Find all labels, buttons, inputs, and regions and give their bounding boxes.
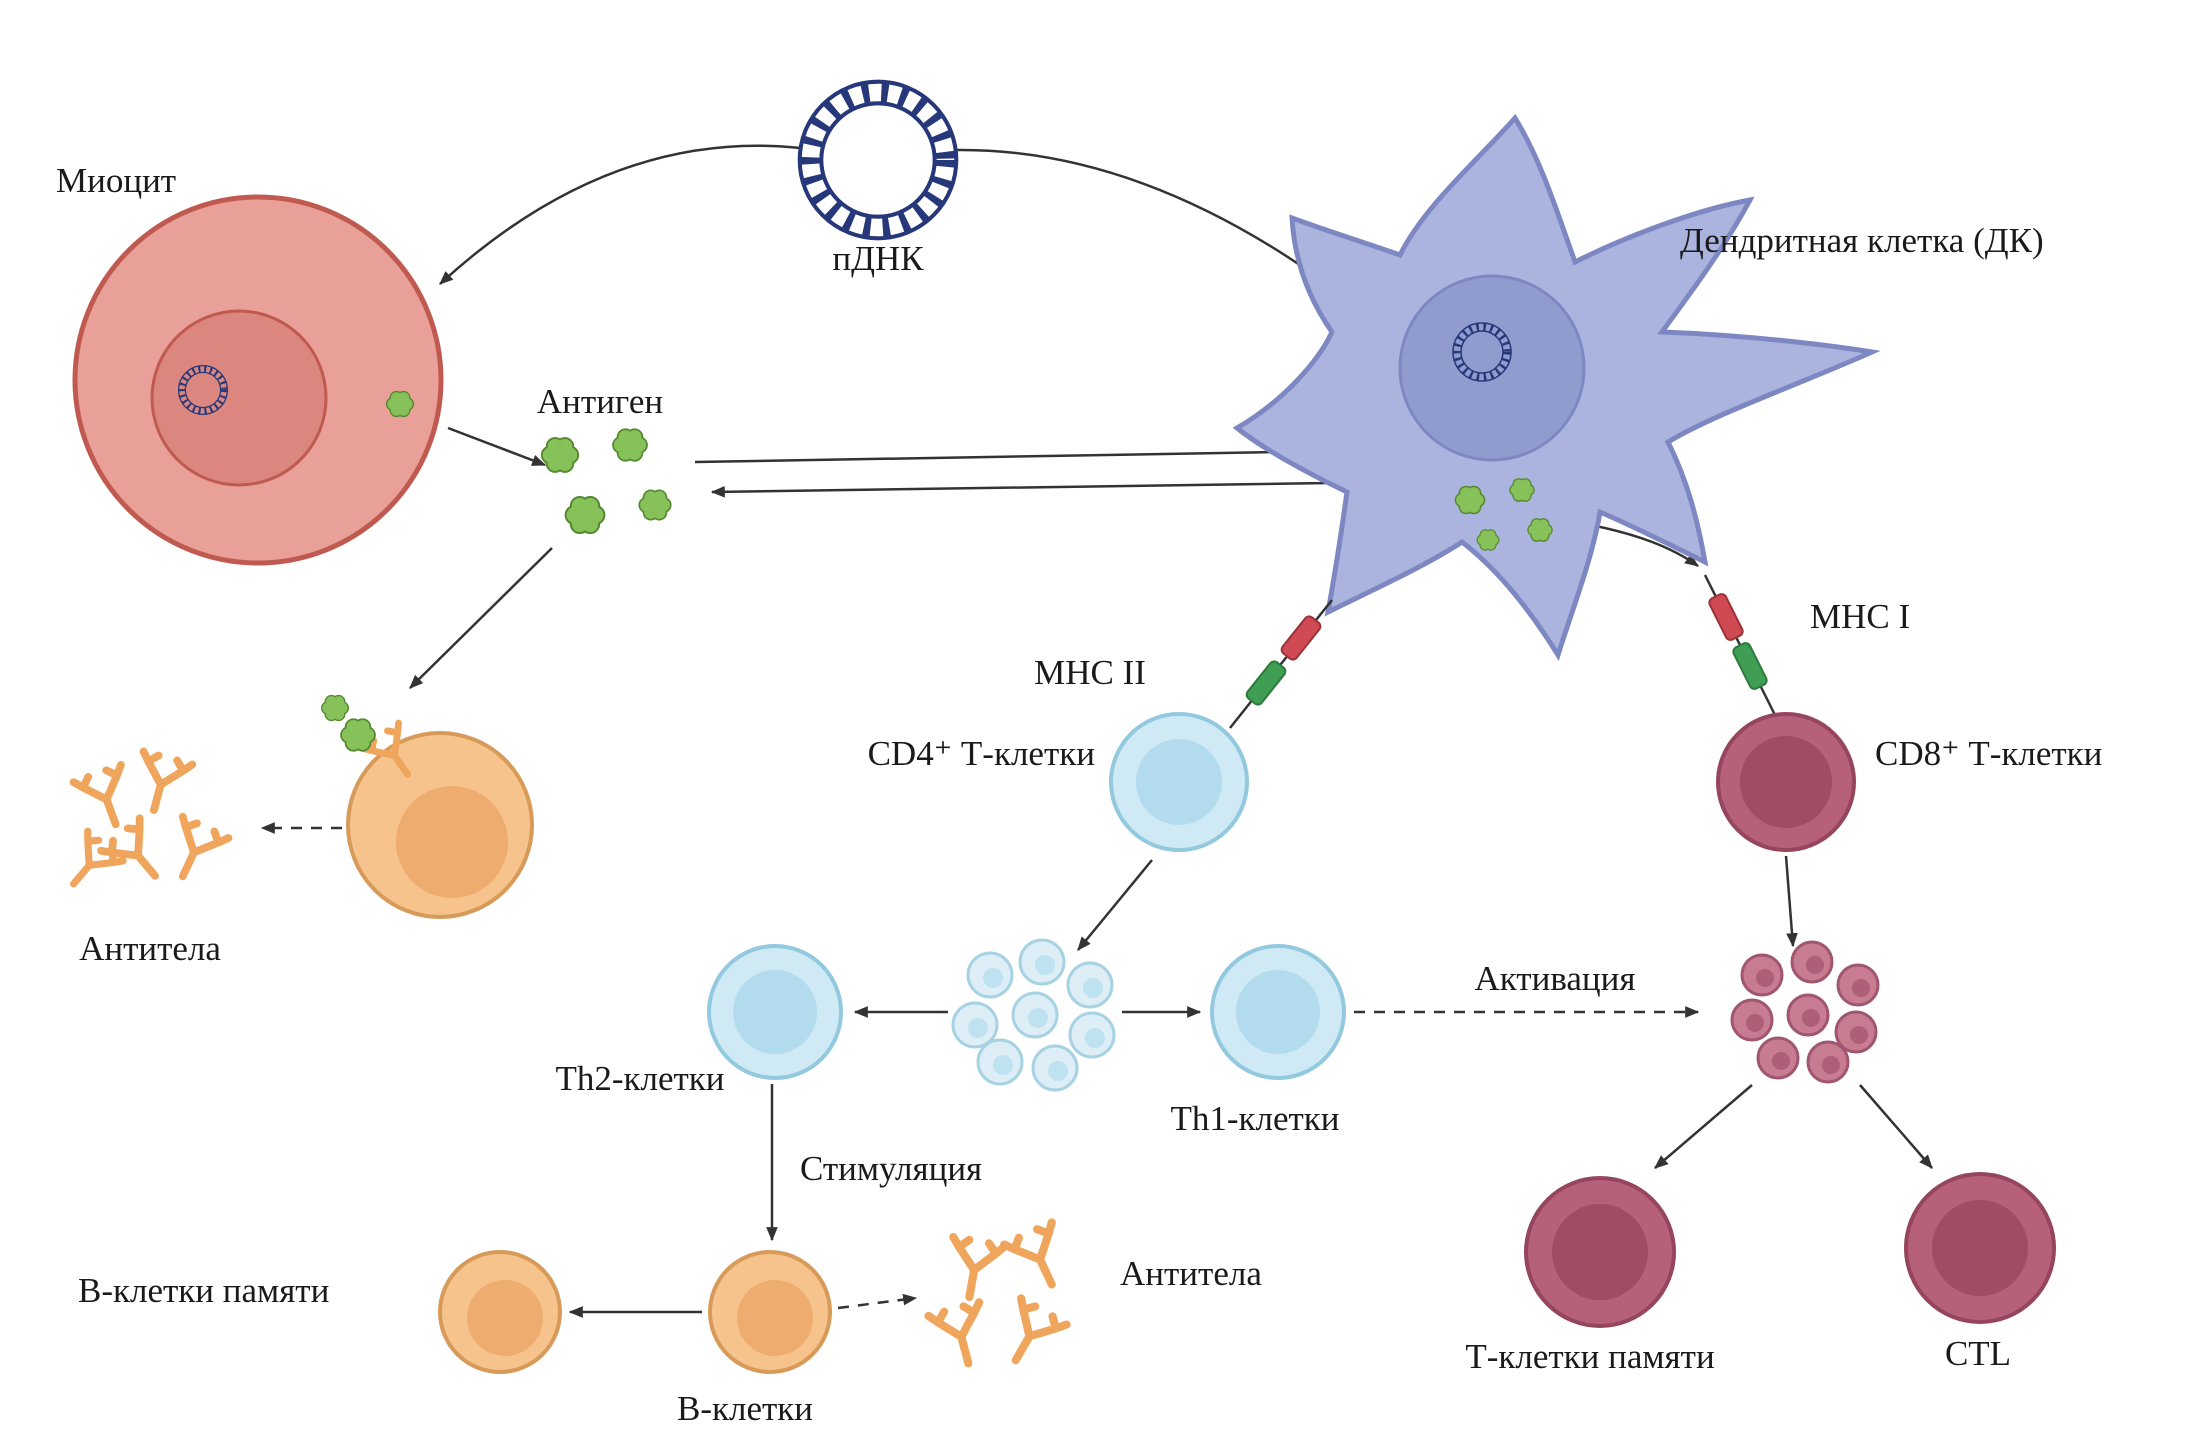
plasmid-icon xyxy=(800,82,957,239)
antigen-cluster xyxy=(540,428,672,532)
antibodies-left-cluster xyxy=(56,751,229,898)
arrow-myocyte-to-antigen xyxy=(447,426,547,467)
connector-arrows xyxy=(237,144,1933,1318)
b-cells-label: В-клетки xyxy=(677,1389,813,1428)
cd4-label: CD4⁺ Т-клетки xyxy=(868,734,1095,773)
arrow-cluster-to-ctl xyxy=(1859,1084,1933,1169)
t-memory-cell xyxy=(1524,1176,1676,1328)
mhc2-label: MHC II xyxy=(1034,653,1146,692)
arrow-dendritic-to-antigen xyxy=(710,480,1399,498)
antibodies-right-cluster xyxy=(928,1222,1075,1373)
proliferating-ctl-cluster xyxy=(1730,940,1880,1084)
t-memory-label: Т-клетки памяти xyxy=(1465,1337,1714,1376)
arrow-pdna-to-myocyte xyxy=(439,144,801,285)
b-memory-label: В-клетки памяти xyxy=(78,1271,329,1310)
myocyte-cell xyxy=(72,194,444,566)
arrow-cluster-to-tmemory xyxy=(1654,1084,1753,1169)
ctl-label: CTL xyxy=(1945,1334,2011,1373)
pdna-label: пДНК xyxy=(832,239,924,278)
cd8-t-cell xyxy=(1716,712,1856,852)
th2-label: Th2-клетки xyxy=(555,1059,724,1098)
th2-cell xyxy=(707,944,843,1080)
pdna-plasmid xyxy=(800,82,957,239)
antibodies-left-label: Антитела xyxy=(79,929,221,968)
b-memory-cell xyxy=(438,1250,562,1374)
mhc1-receptor xyxy=(1703,574,1777,716)
mhc1-label: MHC I xyxy=(1810,597,1910,636)
b-cell xyxy=(708,1250,832,1374)
cd4-t-cell xyxy=(1109,712,1249,852)
stimulation-label: Стимуляция xyxy=(800,1149,982,1188)
proliferating-th-cluster xyxy=(951,938,1116,1092)
antigen-on-receptor-icon xyxy=(340,718,376,752)
th1-label: Th1-клетки xyxy=(1170,1099,1339,1138)
activation-label: Активация xyxy=(1474,959,1635,998)
arrow-antigen-to-bcell xyxy=(409,547,553,689)
th1-cell xyxy=(1210,944,1346,1080)
mhc2-receptor xyxy=(1229,599,1333,729)
arrow-pdna-to-dendritic xyxy=(955,148,1331,288)
antigen-in-myocyte-icon xyxy=(385,390,415,418)
cd8-label: CD8⁺ Т-клетки xyxy=(1875,734,2102,773)
dendritic-cell xyxy=(1232,113,1881,661)
arrow-cd4-to-cluster xyxy=(1077,859,1153,951)
antibodies-right-label: Антитела xyxy=(1120,1254,1262,1293)
plasma-b-cell xyxy=(320,694,534,919)
arrow-cd8-to-cluster xyxy=(1784,855,1798,948)
dendritic-label: Дендритная клетка (ДК) xyxy=(1680,221,2044,260)
antigen-label: Антиген xyxy=(537,382,663,421)
antigen-on-receptor-icon-2 xyxy=(320,694,350,722)
myocyte-label: Миоцит xyxy=(56,161,176,200)
ctl-cell xyxy=(1904,1172,2056,1324)
arrow-bcell-to-antibodies-right xyxy=(837,1293,918,1310)
